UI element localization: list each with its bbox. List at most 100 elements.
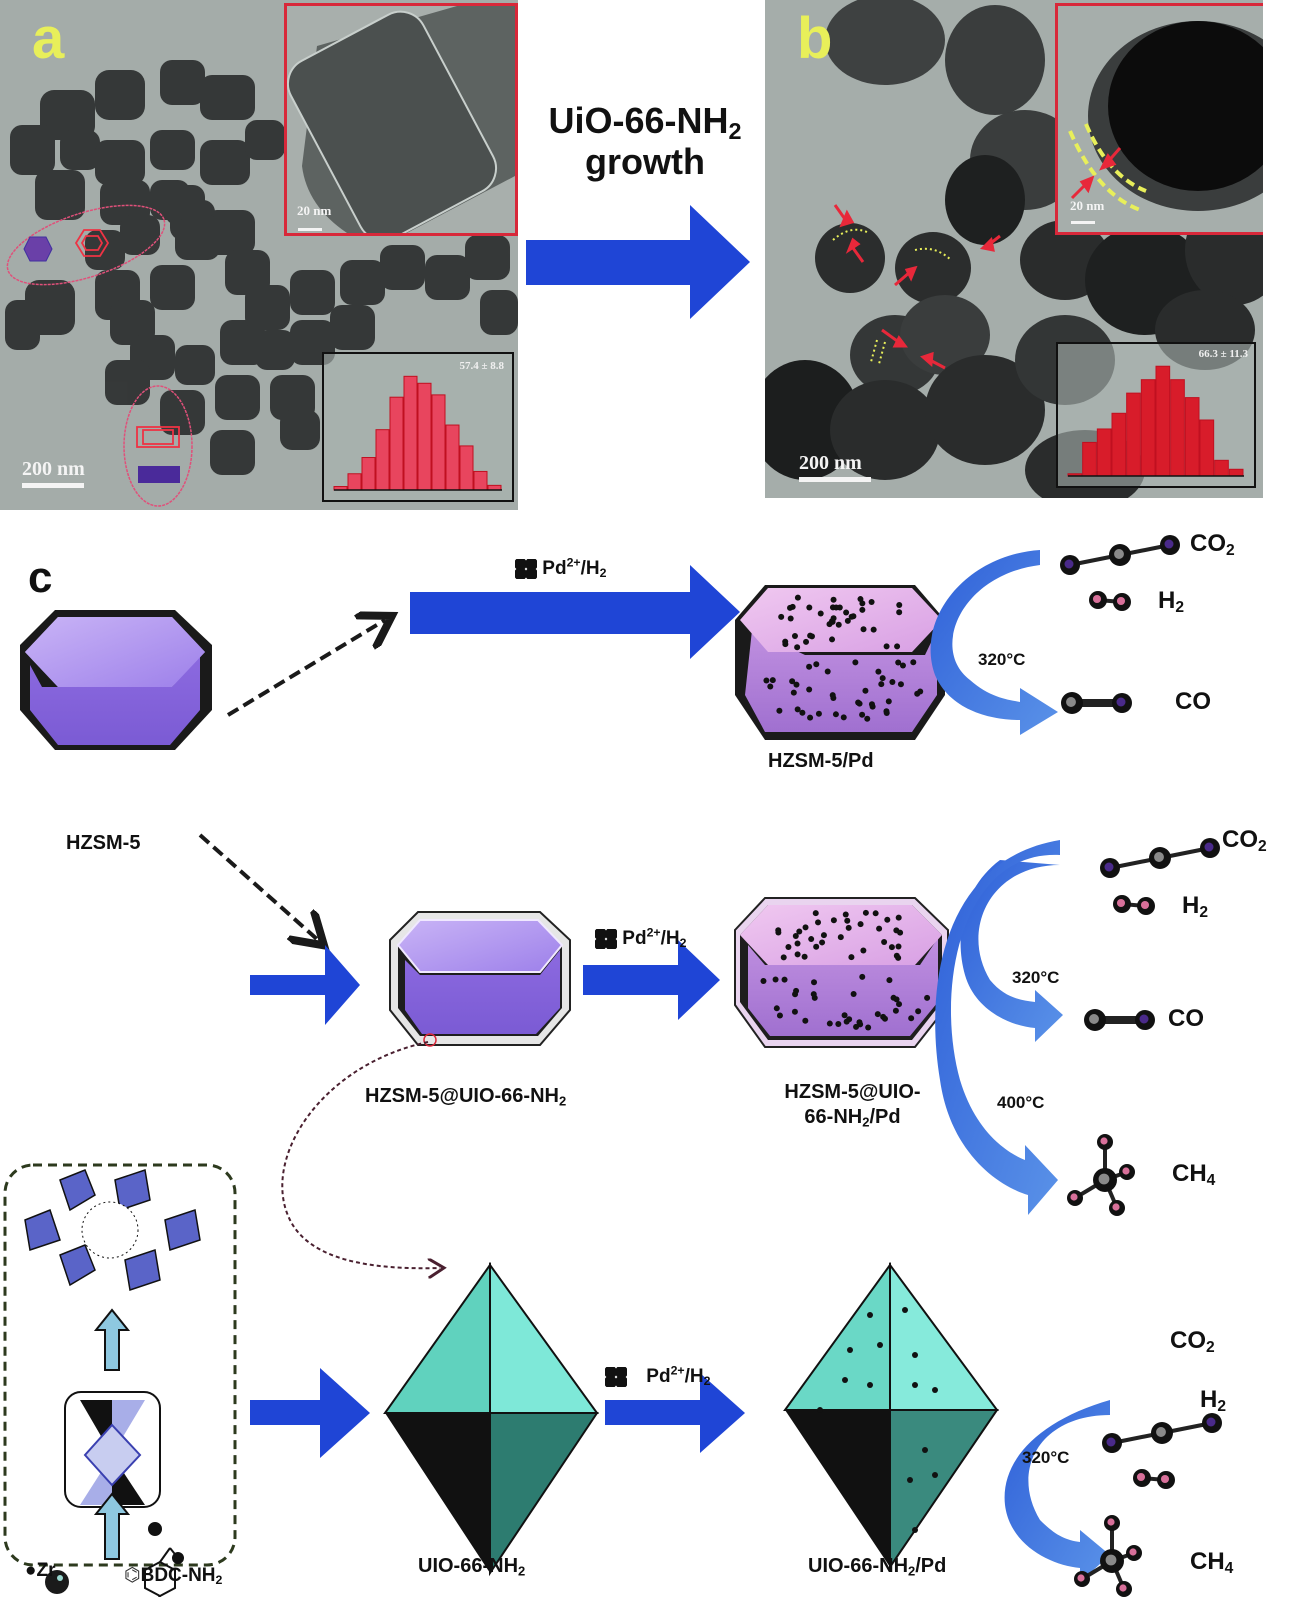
pd-nanoparticle-dot bbox=[760, 977, 767, 984]
pd-nanoparticle-dot bbox=[794, 644, 801, 651]
histogram-bar bbox=[1082, 441, 1097, 477]
histogram-bar bbox=[1170, 379, 1185, 477]
pd-nanoparticle-dot bbox=[870, 626, 877, 633]
pd-nanoparticle-dot bbox=[845, 924, 852, 931]
size-histogram-a: 57.4 ± 8.8 bbox=[322, 352, 514, 502]
pd-nanoparticle-dot bbox=[807, 632, 814, 639]
coating-highlight-circle bbox=[423, 1033, 437, 1047]
pd-nanoparticle-dot bbox=[790, 689, 797, 696]
growth-label-subscript: 2 bbox=[728, 117, 742, 144]
prism-side-icon bbox=[138, 466, 180, 483]
scale-bar-b: 200 nm bbox=[799, 452, 871, 482]
arrow-row1-pd-loading bbox=[410, 565, 740, 659]
pd-nanoparticle-dot bbox=[842, 1377, 848, 1383]
label-uio-pd-subscript: 2 bbox=[908, 1563, 916, 1579]
pd-nanoparticle-dot bbox=[782, 641, 789, 648]
histogram-bar bbox=[459, 445, 474, 491]
pd-nanoparticle-dot bbox=[806, 604, 813, 611]
reagent-h-subscript: 2 bbox=[703, 1374, 711, 1389]
pd-nanoparticle-dot bbox=[776, 707, 783, 714]
row2-temperature-320: 320°C bbox=[1012, 968, 1060, 987]
formula-text: CO bbox=[1190, 530, 1226, 557]
pd-nanoparticle-dot bbox=[802, 924, 809, 931]
pd-nanoparticle-dot bbox=[807, 714, 814, 721]
pd-nanoparticle-dot bbox=[844, 917, 851, 924]
pd-nanoparticle-dot bbox=[932, 1472, 938, 1478]
pd-nanoparticle-dot bbox=[877, 1342, 883, 1348]
pd-nanoparticle-dot bbox=[886, 977, 893, 984]
formula-text: CO bbox=[1170, 1327, 1206, 1354]
pd-nanoparticle-dot bbox=[881, 938, 888, 945]
pd-nanoparticle-dot bbox=[912, 1382, 918, 1388]
reagent-pd: Pd bbox=[646, 1366, 671, 1387]
pd-nanoparticle-dot bbox=[852, 659, 859, 666]
pd-nanoparticle-dot bbox=[789, 678, 796, 685]
pd-nanoparticle-dot bbox=[844, 617, 851, 624]
pd-nanoparticle-dot bbox=[794, 951, 801, 958]
pd-nanoparticle-dot bbox=[791, 632, 798, 639]
histogram-bar bbox=[1140, 379, 1156, 477]
histogram-bar bbox=[431, 394, 446, 491]
curved-arrow-row2-320 bbox=[960, 860, 1063, 1042]
pd-nanoparticle-dot bbox=[932, 1387, 938, 1393]
pd-nanoparticle-dot bbox=[792, 932, 799, 939]
pd-nanoparticle-dot bbox=[835, 621, 842, 628]
scale-bar-label-a: 200 nm bbox=[22, 458, 85, 480]
growth-label-line2: growth bbox=[585, 141, 705, 183]
growth-label-text: UiO-66-NH bbox=[548, 100, 729, 141]
formula-subscript: 2 bbox=[1206, 1338, 1215, 1356]
pd-nanoparticle-dot bbox=[859, 973, 866, 980]
reagent-h-subscript: 2 bbox=[599, 566, 607, 581]
pd-nanoparticle-dot bbox=[775, 929, 782, 936]
histogram-mean-label-b: 66.3 ± 11.3 bbox=[1198, 348, 1248, 360]
pd-nanoparticle-dot bbox=[780, 954, 787, 961]
pd-nanoparticle-dot bbox=[791, 1008, 798, 1015]
pd-nanoparticle-dot bbox=[840, 714, 847, 721]
scale-bar-line-b bbox=[799, 477, 871, 482]
pd-nanoparticle-dot bbox=[763, 677, 770, 684]
pd-nanoparticle-dot bbox=[817, 1407, 823, 1413]
row1-temperature: 320°C bbox=[978, 650, 1026, 669]
pd-nanoparticle-dot bbox=[806, 663, 813, 670]
histogram-bar bbox=[361, 457, 376, 491]
reagent-h: /H bbox=[660, 928, 680, 949]
label-hzsm5: HZSM-5 bbox=[66, 832, 141, 854]
pd-nanoparticle-dot bbox=[924, 994, 931, 1001]
pd-nanoparticle-dot bbox=[883, 643, 890, 650]
pd-nanoparticle-dot bbox=[837, 934, 844, 941]
formula-subscript: 2 bbox=[1175, 598, 1185, 616]
pd-dots-icon bbox=[605, 1366, 627, 1387]
pd-nanoparticle-dot bbox=[856, 1019, 863, 1026]
pd-nanoparticle-dot bbox=[874, 1011, 881, 1018]
pd-nanoparticle-dot bbox=[794, 940, 801, 947]
row2-product-co: CO bbox=[1168, 1005, 1204, 1033]
pd-nanoparticle-dot bbox=[794, 706, 801, 713]
formula-subscript: 2 bbox=[1226, 541, 1235, 559]
label-hzsm5-uio-pd-line1: HZSM-5@UIO- bbox=[784, 1081, 921, 1103]
reagent-label-row2: Pd2+/H2 bbox=[595, 926, 687, 950]
uio-cage-structure-icon bbox=[64, 1391, 161, 1508]
pd-nanoparticle-dot bbox=[860, 626, 867, 633]
scale-bar-label-b: 200 nm bbox=[799, 452, 862, 474]
pd-nanoparticle-dot bbox=[806, 686, 813, 693]
pd-nanoparticle-dot bbox=[848, 954, 855, 961]
pd-nanoparticle-dot bbox=[820, 932, 827, 939]
pd-nanoparticle-dot bbox=[895, 954, 902, 961]
pd-nanoparticle-dot bbox=[907, 1477, 913, 1483]
pd-nanoparticle-dot bbox=[815, 919, 822, 926]
hr-tem-inset-b: 20 nm bbox=[1055, 3, 1263, 235]
tem-image-panel-b: b 200 nm 20 nm 66.3 ± 11.3 bbox=[765, 0, 1263, 498]
pd-nanoparticle-dot bbox=[815, 710, 822, 717]
panel-label-c: c bbox=[28, 553, 53, 602]
growth-label-line1: UiO-66-NH2 bbox=[548, 100, 742, 144]
reagent-label-row1: Pd2+/H2 bbox=[515, 556, 607, 581]
pd-nanoparticle-dot bbox=[772, 976, 779, 983]
pd-nanoparticle-dot bbox=[888, 944, 895, 951]
histogram-bar bbox=[1096, 428, 1112, 477]
formula-subscript: 4 bbox=[1224, 1559, 1234, 1577]
histogram-bar bbox=[389, 396, 404, 491]
pd-nanoparticle-dot bbox=[850, 613, 857, 620]
formula-text: CO bbox=[1175, 688, 1211, 715]
pd-nanoparticle-dot bbox=[813, 943, 820, 950]
reagent-pd: Pd bbox=[622, 928, 647, 949]
